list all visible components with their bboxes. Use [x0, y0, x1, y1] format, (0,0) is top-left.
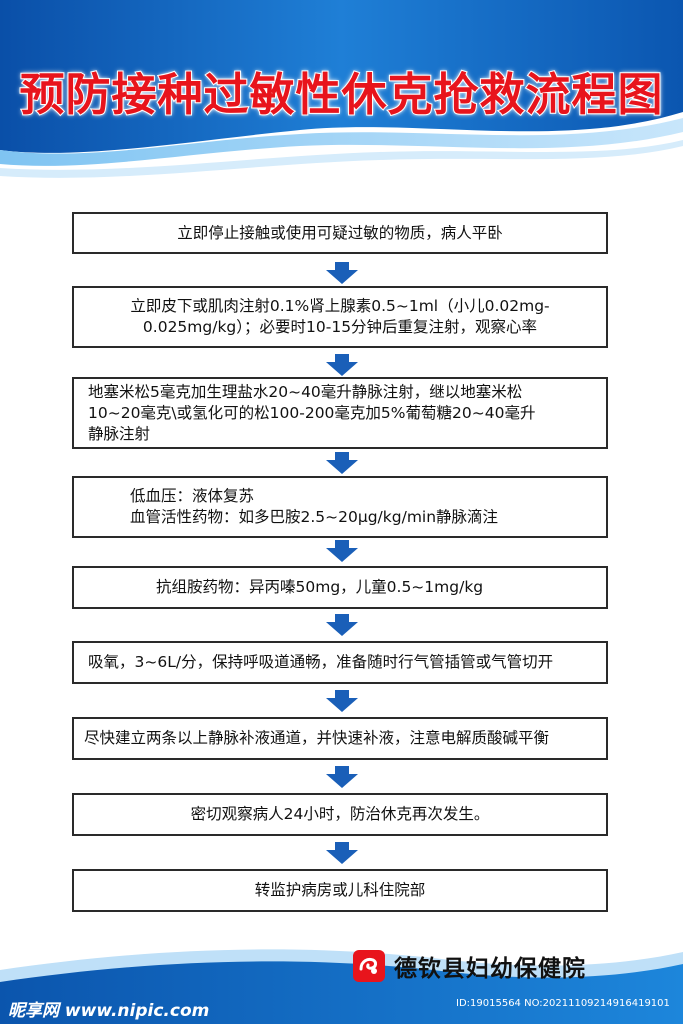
flow-step-1: 立即停止接触或使用可疑过敏的物质，病人平卧 — [72, 212, 608, 254]
flow-step-4: 低血压：液体复苏 血管活性药物：如多巴胺2.5~20μg/kg/min静脉滴注 — [72, 476, 608, 538]
down-arrow-icon — [326, 354, 358, 376]
down-arrow-icon — [326, 262, 358, 284]
flow-step-text: 低血压：液体复苏 血管活性药物：如多巴胺2.5~20μg/kg/min静脉滴注 — [130, 487, 499, 526]
flow-step-text: 转监护病房或儿科住院部 — [254, 881, 426, 899]
flow-step-8: 密切观察病人24小时，防治休克再次发生。 — [72, 793, 608, 836]
flow-step-text: 立即停止接触或使用可疑过敏的物质，病人平卧 — [177, 223, 503, 242]
hospital-logo-icon — [353, 950, 385, 982]
flow-step-3: 地塞米松5毫克加生理盐水20~40毫升静脉注射，继以地塞米松 10~20毫克\或… — [72, 377, 608, 449]
organization-name: 德钦县妇幼保健院 — [394, 956, 586, 982]
flow-step-6: 吸氧，3~6L/分，保持呼吸道通畅，准备随时行气管插管或气管切开 — [72, 641, 608, 684]
footer-background — [0, 949, 683, 1024]
flow-step-2: 立即皮下或肌肉注射0.1%肾上腺素0.5~1ml（小儿0.02mg- 0.025… — [72, 286, 608, 348]
flow-step-text: 尽快建立两条以上静脉补液通道，并快速补液，注意电解质酸碱平衡 — [84, 729, 550, 747]
down-arrow-icon — [326, 540, 358, 562]
flow-step-7: 尽快建立两条以上静脉补液通道，并快速补液，注意电解质酸碱平衡 — [72, 717, 608, 760]
flow-step-9: 转监护病房或儿科住院部 — [72, 869, 608, 912]
header-background — [0, 0, 683, 178]
flow-step-5: 抗组胺药物：异丙嗪50mg，儿童0.5~1mg/kg — [72, 566, 608, 609]
watermark-text: 昵享网 www.nipic.com — [8, 1001, 210, 1021]
flow-step-text: 地塞米松5毫克加生理盐水20~40毫升静脉注射，继以地塞米松 10~20毫克\或… — [88, 382, 536, 443]
flow-step-text: 吸氧，3~6L/分，保持呼吸道通畅，准备随时行气管插管或气管切开 — [88, 653, 554, 671]
flow-step-text: 立即皮下或肌肉注射0.1%肾上腺素0.5~1ml（小儿0.02mg- 0.025… — [130, 297, 550, 336]
flow-step-text: 密切观察病人24小时，防治休克再次发生。 — [190, 805, 490, 823]
down-arrow-icon — [326, 614, 358, 636]
page-title: 预防接种过敏性休克抢救流程图 — [18, 67, 664, 122]
down-arrow-icon — [326, 452, 358, 474]
flow-step-text: 抗组胺药物：异丙嗪50mg，儿童0.5~1mg/kg — [156, 578, 484, 596]
down-arrow-icon — [326, 842, 358, 864]
down-arrow-icon — [326, 766, 358, 788]
image-id-text: ID:19015564 NO:20211109214916419101 — [456, 998, 670, 1009]
down-arrow-icon — [326, 690, 358, 712]
organization-block: 德钦县妇幼保健院 — [352, 948, 586, 984]
